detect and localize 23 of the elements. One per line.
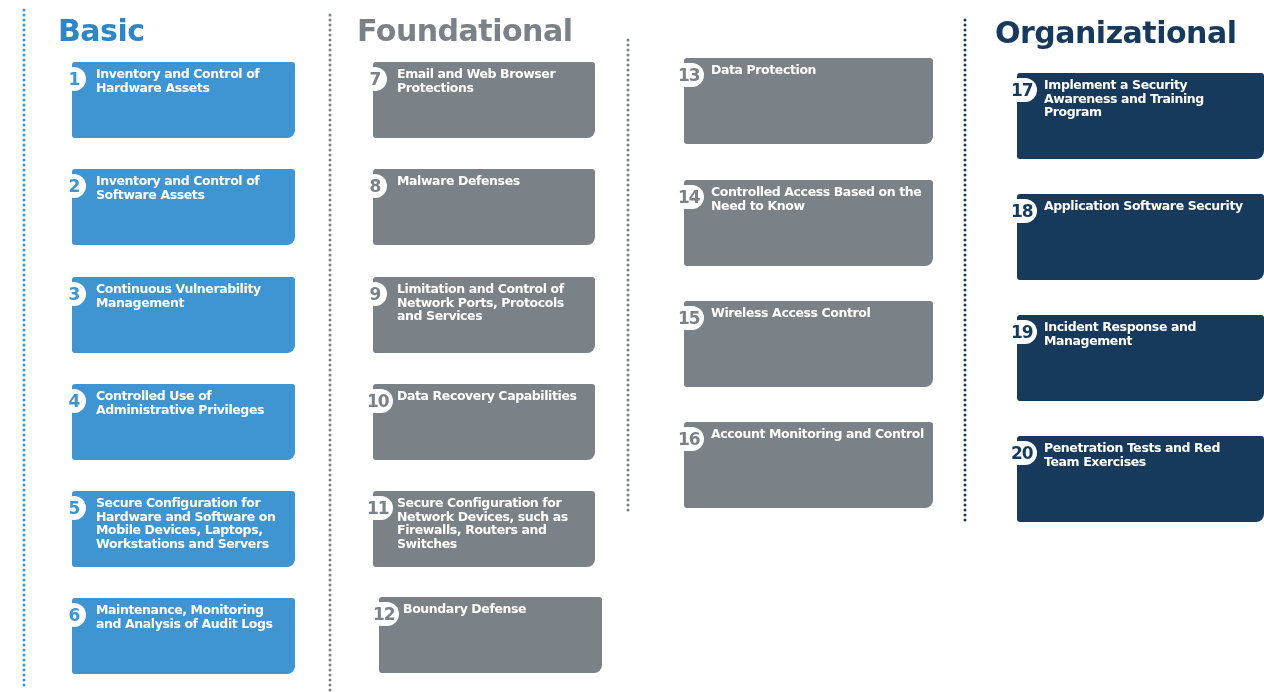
control-title: Continuous Vulnerability Management [96, 282, 262, 309]
control-title: Controlled Use of Administrative Privileges [96, 389, 266, 416]
control-title: Penetration Tests and Red Team Exercises [1044, 441, 1221, 468]
control-title: Limitation and Control of Network Ports, Protocols and Services [397, 282, 566, 323]
control-title: Secure Configuration for Network Devices, such as Firewalls, Routers and Switches [397, 496, 569, 550]
column-heading: Organizational [995, 16, 1237, 50]
control-title: Wireless Access Control [711, 306, 872, 320]
control-title: Inventory and Control of Software Assets [96, 174, 261, 201]
control-title: Data Recovery Capabilities [397, 389, 578, 403]
control-title: Implement a Security Awareness and Training Program [1044, 78, 1205, 119]
control-title: Incident Response and Management [1044, 320, 1198, 347]
control-title: Account Monitoring and Control [711, 427, 925, 441]
control-title: Controlled Access Based on the Need to Know [711, 185, 923, 212]
control-title: Boundary Defense [403, 602, 528, 616]
control-title: Application Software Security [1044, 199, 1244, 213]
control-title: Malware Defenses [397, 174, 521, 188]
control-title: Inventory and Control of Hardware Assets [96, 67, 261, 94]
control-title: Data Protection [711, 63, 818, 77]
column-heading: Basic [58, 14, 145, 48]
control-title: Email and Web Browser Protections [397, 67, 557, 94]
column-heading: Foundational [357, 14, 573, 48]
control-title: Secure Configuration for Hardware and Software on Mobile Devices, Laptops, Workstations and Servers [96, 496, 277, 550]
control-title: Maintenance, Monitoring and Analysis of Audit Logs [96, 603, 274, 630]
